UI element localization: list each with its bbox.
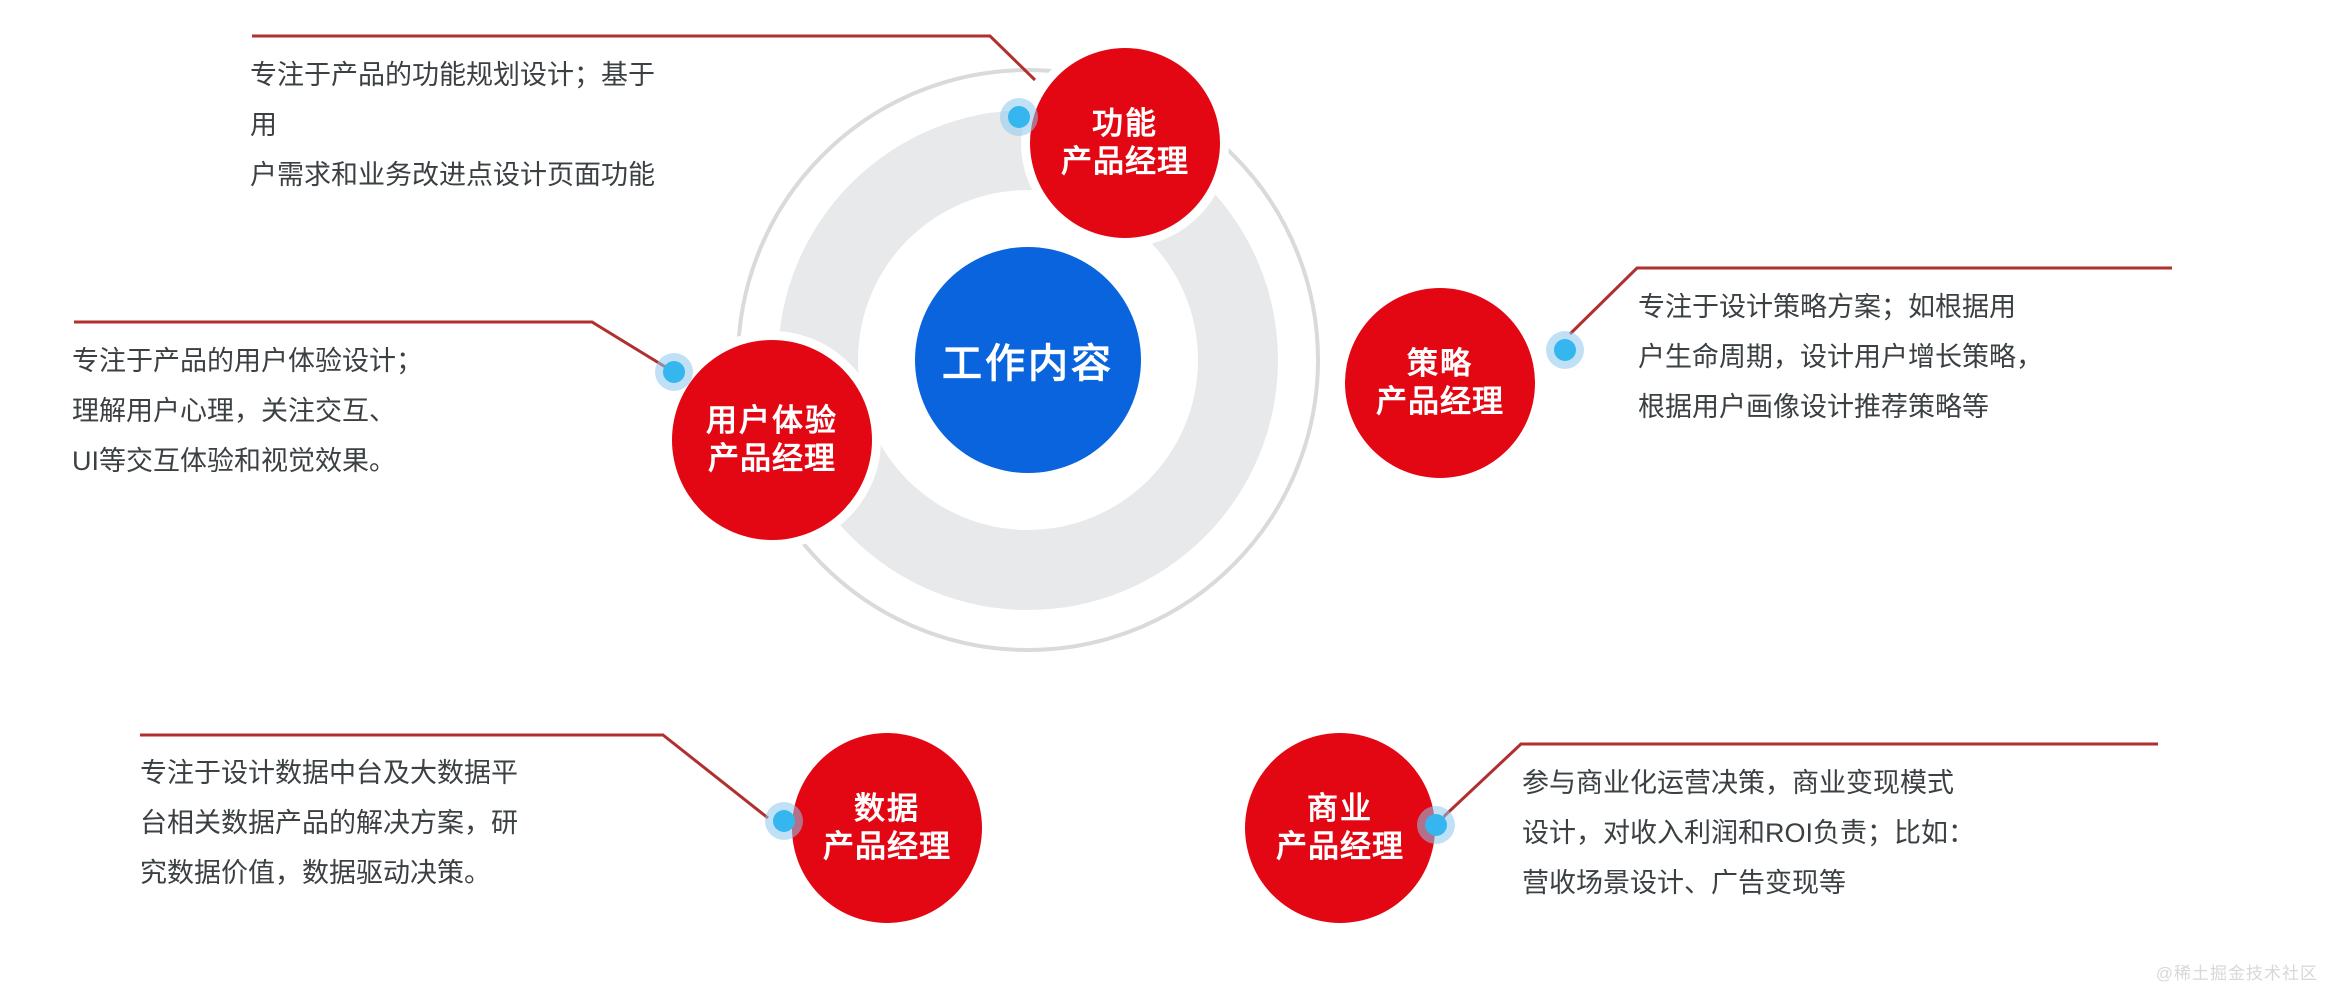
connector-dot-strategy — [1546, 331, 1584, 369]
description-business: 参与商业化运营决策，商业变现模式 设计，对收入利润和ROI负责；比如： 营收场景… — [1522, 768, 1976, 898]
description-data: 专注于设计数据中台及大数据平 台相关数据产品的解决方案，研 究数据价值，数据驱动… — [140, 758, 518, 888]
node-functional-pm[interactable]: 功能 产品经理 — [1030, 48, 1220, 238]
node-data-line1: 数据 — [854, 791, 920, 827]
connector-dot-functional — [1000, 98, 1038, 136]
leader-line-functional — [252, 34, 1037, 82]
center-label: 工作内容 — [942, 342, 1114, 386]
description-ux: 专注于产品的用户体验设计； 理解用户心理，关注交互、 UI等交互体验和视觉效果。 — [72, 346, 423, 476]
watermark: @稀土掘金技术社区 — [2155, 964, 2318, 983]
node-strategy-pm[interactable]: 策略 产品经理 — [1345, 288, 1535, 478]
node-ux-pm[interactable]: 用户体验 产品经理 — [672, 340, 872, 540]
node-ux-line2: 产品经理 — [708, 441, 836, 476]
leader-line-strategy — [1568, 266, 2172, 336]
description-functional: 专注于产品的功能规划设计；基于用 户需求和业务改进点设计页面功能 — [250, 60, 655, 190]
node-functional-line1: 功能 — [1092, 106, 1158, 142]
connector-dot-data — [765, 802, 803, 840]
node-business-line2: 产品经理 — [1276, 829, 1404, 864]
description-strategy: 专注于设计策略方案；如根据用 户生命周期，设计用户增长策略， 根据用户画像设计推… — [1638, 292, 2043, 422]
leader-line-data — [140, 733, 769, 820]
center-circle[interactable]: 工作内容 — [915, 247, 1141, 473]
node-data-pm[interactable]: 数据 产品经理 — [792, 733, 982, 923]
node-ux-line1: 用户体验 — [706, 403, 838, 439]
leader-line-ux — [74, 320, 673, 373]
node-data-line2: 产品经理 — [823, 829, 951, 864]
leader-line-business — [1436, 742, 2158, 824]
connector-dot-ux — [655, 353, 693, 391]
connector-dot-business — [1417, 806, 1455, 844]
node-business-pm[interactable]: 商业 产品经理 — [1245, 733, 1435, 923]
node-strategy-line1: 策略 — [1407, 346, 1473, 382]
node-functional-line2: 产品经理 — [1061, 144, 1189, 179]
node-business-line1: 商业 — [1307, 791, 1373, 827]
node-strategy-line2: 产品经理 — [1376, 384, 1504, 419]
